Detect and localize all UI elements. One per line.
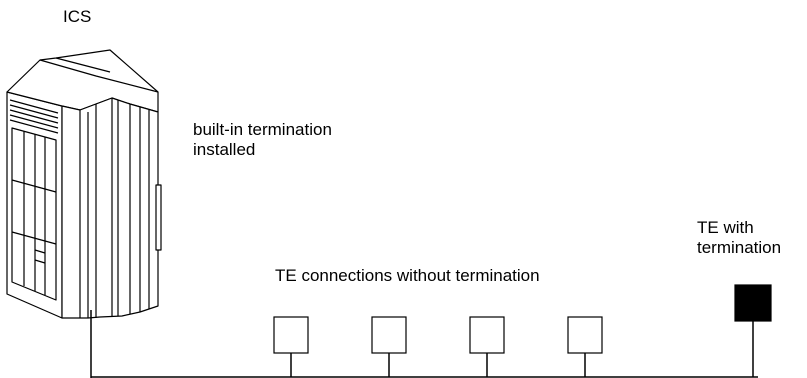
te-device-terminated: [734, 284, 772, 377]
te-device-3: [469, 316, 505, 377]
builtin-termination-line-1: built-in termination: [193, 120, 332, 139]
te-with-termination-line-1: TE with: [697, 218, 754, 237]
te-connections-label: TE connections without termination: [275, 266, 540, 285]
ics-cabinet-icon: [6, 49, 162, 319]
te-device-4: [567, 316, 603, 377]
te-device-1: [273, 316, 309, 377]
ics-label: ICS: [63, 7, 92, 26]
te-with-termination-line-2: termination: [697, 238, 782, 257]
builtin-termination-line-2: installed: [193, 140, 256, 159]
builtin-termination-label: built-in termination installed: [193, 120, 332, 160]
te-with-termination-label: TE with termination: [697, 218, 781, 258]
te-device-2: [371, 316, 407, 377]
